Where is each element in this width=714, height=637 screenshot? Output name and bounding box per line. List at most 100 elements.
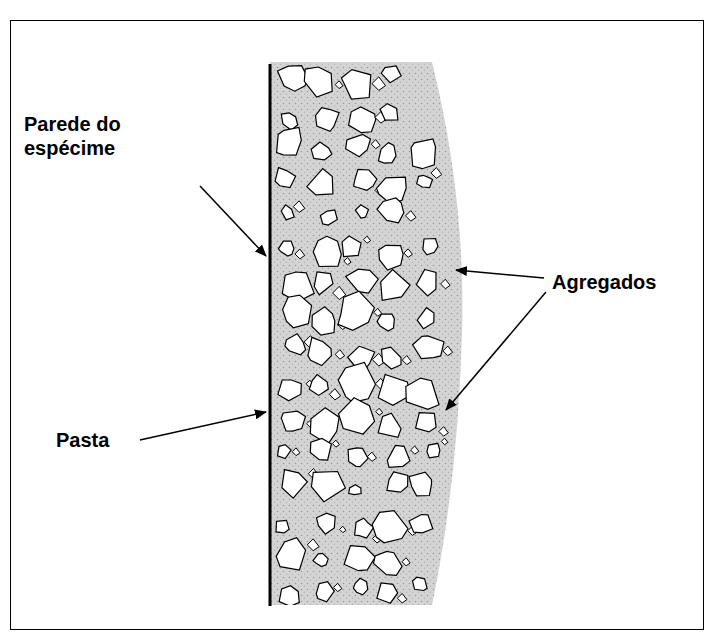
aggregate — [411, 139, 435, 169]
aggregate — [310, 438, 331, 460]
aggregate — [413, 577, 428, 590]
aggregate — [311, 472, 345, 502]
aggregate — [310, 408, 339, 444]
aggregate — [277, 128, 302, 156]
aggregate — [377, 314, 394, 331]
aggregate — [320, 210, 337, 225]
aggregate — [316, 582, 334, 602]
aggregate — [409, 515, 433, 533]
aggregate — [416, 413, 437, 432]
aggregate — [334, 583, 342, 591]
aggregate — [309, 375, 328, 396]
aggregate — [353, 578, 367, 595]
aggregate — [335, 350, 344, 359]
aggregate — [441, 438, 448, 445]
aggregate — [380, 104, 398, 121]
aggregate — [427, 443, 440, 458]
aggregate — [283, 295, 312, 328]
aggregate — [342, 236, 361, 257]
aggregate — [281, 205, 294, 220]
aggregate — [338, 291, 374, 330]
aggregate — [304, 67, 332, 97]
aggregate — [378, 143, 396, 164]
aggregate — [349, 485, 361, 495]
aggregate — [307, 539, 319, 551]
aggregate — [275, 168, 296, 188]
aggregate — [371, 140, 380, 149]
aggregate — [355, 205, 368, 218]
aggregate — [397, 593, 406, 602]
aggregate — [372, 511, 408, 543]
aggregate — [279, 586, 299, 607]
specimen-wall — [269, 64, 272, 606]
aggregate — [307, 169, 333, 195]
aggregate — [423, 239, 438, 255]
aggregate — [354, 169, 377, 190]
aggregate — [416, 270, 436, 297]
aggregate — [379, 245, 403, 270]
aggregate — [387, 472, 408, 492]
aggregate — [381, 66, 401, 83]
aggregate — [355, 518, 374, 538]
aggregate — [387, 445, 410, 467]
aggregate — [285, 334, 306, 355]
aggregate — [413, 336, 444, 359]
aggregate — [311, 142, 332, 160]
aggregate — [367, 452, 376, 461]
aggregate — [409, 472, 431, 496]
aggregate — [281, 113, 297, 130]
aggregate — [346, 269, 379, 293]
aggregate — [276, 520, 289, 533]
aggregate — [338, 362, 375, 402]
aggregate — [378, 413, 401, 437]
leader-line — [200, 186, 266, 256]
aggregate — [276, 538, 305, 570]
aggregate — [417, 308, 434, 329]
aggregate — [372, 77, 386, 91]
aggregate — [348, 448, 368, 467]
aggregate — [314, 272, 333, 295]
wall-label: Parede do espécime — [24, 112, 164, 160]
aggregates — [275, 66, 452, 607]
aggregate — [411, 446, 419, 454]
aggregate — [376, 408, 383, 415]
aggregate — [344, 258, 351, 265]
aggregate — [439, 427, 448, 436]
aggregate — [443, 346, 453, 356]
aggregate — [377, 583, 398, 603]
aggregate — [382, 347, 402, 369]
aggregate — [278, 380, 301, 401]
aggregate — [312, 307, 335, 335]
aggregate — [417, 175, 433, 187]
aggregate — [406, 378, 439, 409]
leader-line — [446, 292, 546, 410]
aggregate — [441, 279, 451, 289]
paste-region — [270, 62, 462, 605]
aggregate — [402, 558, 410, 566]
frame — [11, 21, 704, 630]
aggregate — [402, 356, 411, 365]
aggregate — [340, 526, 346, 532]
aggregate — [335, 81, 343, 89]
aggregate — [374, 551, 403, 575]
aggregate — [332, 440, 339, 447]
aggregate — [329, 389, 340, 400]
aggregate — [295, 249, 305, 259]
aggregate — [404, 249, 413, 258]
aggregate — [281, 411, 305, 431]
aggregate — [341, 70, 370, 100]
aggregate — [344, 546, 375, 571]
aggregate — [364, 236, 371, 243]
aggregate — [406, 211, 416, 221]
aggregate — [317, 513, 336, 534]
aggregate — [339, 398, 375, 434]
aggregate — [316, 108, 340, 132]
aggregate — [282, 470, 307, 499]
aggregate — [377, 198, 404, 223]
aggregate-label: Agregados — [552, 270, 656, 294]
aggregate — [346, 134, 371, 156]
aggregate — [381, 270, 410, 301]
aggregate — [293, 201, 305, 213]
